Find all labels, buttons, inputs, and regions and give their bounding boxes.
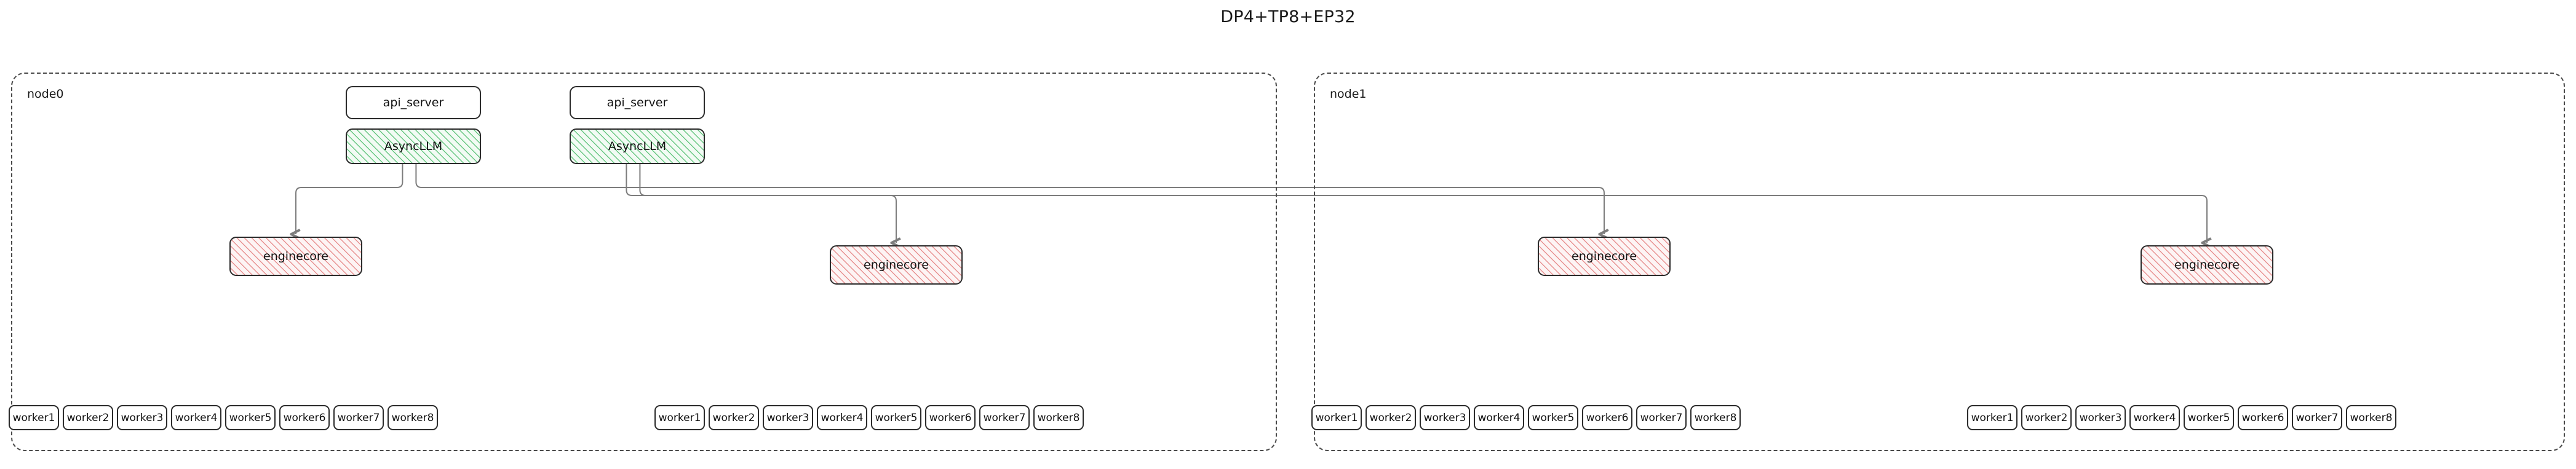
worker-box-node0-group-a-6[interactable]: worker7	[333, 405, 384, 430]
worker-box-node1-group-b-5-label: worker6	[2241, 411, 2284, 424]
worker-box-node1-group-a-7[interactable]: worker8	[1690, 405, 1741, 430]
worker-box-node1-group-a-1[interactable]: worker2	[1366, 405, 1416, 430]
worker-box-node0-group-b-6[interactable]: worker7	[979, 405, 1030, 430]
enginecore-box-0-label: enginecore	[263, 250, 328, 263]
worker-box-node1-group-b-6-label: worker7	[2296, 411, 2339, 424]
worker-box-node1-group-a-4[interactable]: worker5	[1528, 405, 1578, 430]
worker-box-node0-group-b-1-label: worker2	[712, 411, 755, 424]
enginecore-box-1[interactable]: enginecore	[830, 245, 963, 285]
worker-box-node0-group-b-2[interactable]: worker3	[763, 405, 813, 430]
worker-box-node0-group-a-1-label: worker2	[66, 411, 109, 424]
worker-box-node1-group-b-4[interactable]: worker5	[2184, 405, 2234, 430]
worker-box-node1-group-a-7-label: worker8	[1694, 411, 1737, 424]
worker-box-node1-group-a-1-label: worker2	[1369, 411, 1412, 424]
node-cluster-node1: node1	[1314, 73, 2565, 451]
worker-box-node1-group-a-5-label: worker6	[1586, 411, 1629, 424]
worker-box-node0-group-b-4-label: worker5	[875, 411, 918, 424]
worker-box-node0-group-a-5-label: worker6	[283, 411, 326, 424]
worker-box-node1-group-a-2[interactable]: worker3	[1420, 405, 1470, 430]
worker-box-node1-group-a-0[interactable]: worker1	[1311, 405, 1362, 430]
worker-box-node0-group-b-0-label: worker1	[658, 411, 701, 424]
worker-box-node1-group-b-7-label: worker8	[2350, 411, 2393, 424]
asyncllm-box-0[interactable]: AsyncLLM	[346, 128, 481, 164]
node-cluster-node0: node0	[11, 73, 1277, 451]
worker-box-node0-group-b-5[interactable]: worker6	[925, 405, 976, 430]
enginecore-box-3[interactable]: enginecore	[2141, 245, 2273, 285]
worker-box-node1-group-b-5[interactable]: worker6	[2238, 405, 2288, 430]
node-cluster-label: node0	[27, 87, 64, 101]
worker-box-node1-group-b-4-label: worker5	[2187, 411, 2230, 424]
node-cluster-label: node1	[1330, 87, 1367, 101]
worker-box-node1-group-b-3[interactable]: worker4	[2129, 405, 2180, 430]
worker-box-node0-group-a-3[interactable]: worker4	[171, 405, 221, 430]
api-server-box-0[interactable]: api_server	[346, 86, 481, 119]
worker-box-node0-group-a-2[interactable]: worker3	[117, 405, 167, 430]
enginecore-box-1-label: enginecore	[864, 258, 929, 272]
enginecore-box-3-label: enginecore	[2174, 258, 2240, 272]
enginecore-box-2[interactable]: enginecore	[1538, 237, 1671, 276]
worker-box-node1-group-a-6-label: worker7	[1640, 411, 1683, 424]
worker-box-node0-group-b-4[interactable]: worker5	[871, 405, 921, 430]
asyncllm-box-1-label: AsyncLLM	[608, 140, 667, 153]
worker-box-node1-group-b-2-label: worker3	[2079, 411, 2122, 424]
worker-box-node1-group-a-0-label: worker1	[1315, 411, 1358, 424]
worker-box-node1-group-b-2[interactable]: worker3	[2075, 405, 2126, 430]
worker-box-node0-group-a-7-label: worker8	[391, 411, 434, 424]
worker-box-node0-group-b-0[interactable]: worker1	[654, 405, 705, 430]
enginecore-box-2-label: enginecore	[1572, 250, 1637, 263]
worker-box-node0-group-a-4[interactable]: worker5	[225, 405, 276, 430]
worker-box-node1-group-a-2-label: worker3	[1423, 411, 1466, 424]
worker-box-node0-group-a-0-label: worker1	[12, 411, 55, 424]
worker-box-node1-group-a-3[interactable]: worker4	[1474, 405, 1524, 430]
worker-box-node0-group-a-4-label: worker5	[229, 411, 272, 424]
worker-box-node0-group-a-2-label: worker3	[121, 411, 164, 424]
worker-box-node0-group-b-7-label: worker8	[1037, 411, 1080, 424]
worker-box-node1-group-b-1-label: worker2	[2025, 411, 2068, 424]
worker-box-node1-group-b-0-label: worker1	[1971, 411, 2014, 424]
worker-box-node0-group-a-0[interactable]: worker1	[9, 405, 59, 430]
worker-box-node0-group-a-1[interactable]: worker2	[63, 405, 113, 430]
api-server-box-1[interactable]: api_server	[570, 86, 705, 119]
worker-box-node1-group-b-3-label: worker4	[2133, 411, 2176, 424]
worker-box-node0-group-a-6-label: worker7	[337, 411, 380, 424]
worker-box-node0-group-b-7[interactable]: worker8	[1033, 405, 1084, 430]
worker-box-node1-group-a-4-label: worker5	[1532, 411, 1575, 424]
worker-box-node0-group-a-7[interactable]: worker8	[388, 405, 438, 430]
worker-box-node0-group-b-1[interactable]: worker2	[709, 405, 759, 430]
worker-box-node1-group-a-6[interactable]: worker7	[1636, 405, 1687, 430]
worker-box-node1-group-b-0[interactable]: worker1	[1967, 405, 2017, 430]
worker-box-node0-group-b-3[interactable]: worker4	[817, 405, 867, 430]
worker-box-node0-group-a-5[interactable]: worker6	[279, 405, 330, 430]
worker-box-node0-group-b-3-label: worker4	[821, 411, 864, 424]
worker-box-node0-group-b-2-label: worker3	[766, 411, 809, 424]
asyncllm-box-0-label: AsyncLLM	[384, 140, 443, 153]
asyncllm-box-1[interactable]: AsyncLLM	[570, 128, 705, 164]
enginecore-box-0[interactable]: enginecore	[229, 237, 362, 276]
api-server-box-0-label: api_server	[383, 96, 444, 109]
worker-box-node1-group-a-3-label: worker4	[1477, 411, 1521, 424]
worker-box-node1-group-b-7[interactable]: worker8	[2346, 405, 2396, 430]
worker-box-node1-group-b-6[interactable]: worker7	[2292, 405, 2342, 430]
api-server-box-1-label: api_server	[606, 96, 668, 109]
worker-box-node0-group-b-5-label: worker6	[929, 411, 972, 424]
worker-box-node1-group-b-1[interactable]: worker2	[2021, 405, 2072, 430]
worker-box-node0-group-b-6-label: worker7	[983, 411, 1026, 424]
worker-box-node1-group-a-5[interactable]: worker6	[1582, 405, 1632, 430]
worker-box-node0-group-a-3-label: worker4	[175, 411, 218, 424]
page-title: DP4+TP8+EP32	[1220, 7, 1356, 26]
